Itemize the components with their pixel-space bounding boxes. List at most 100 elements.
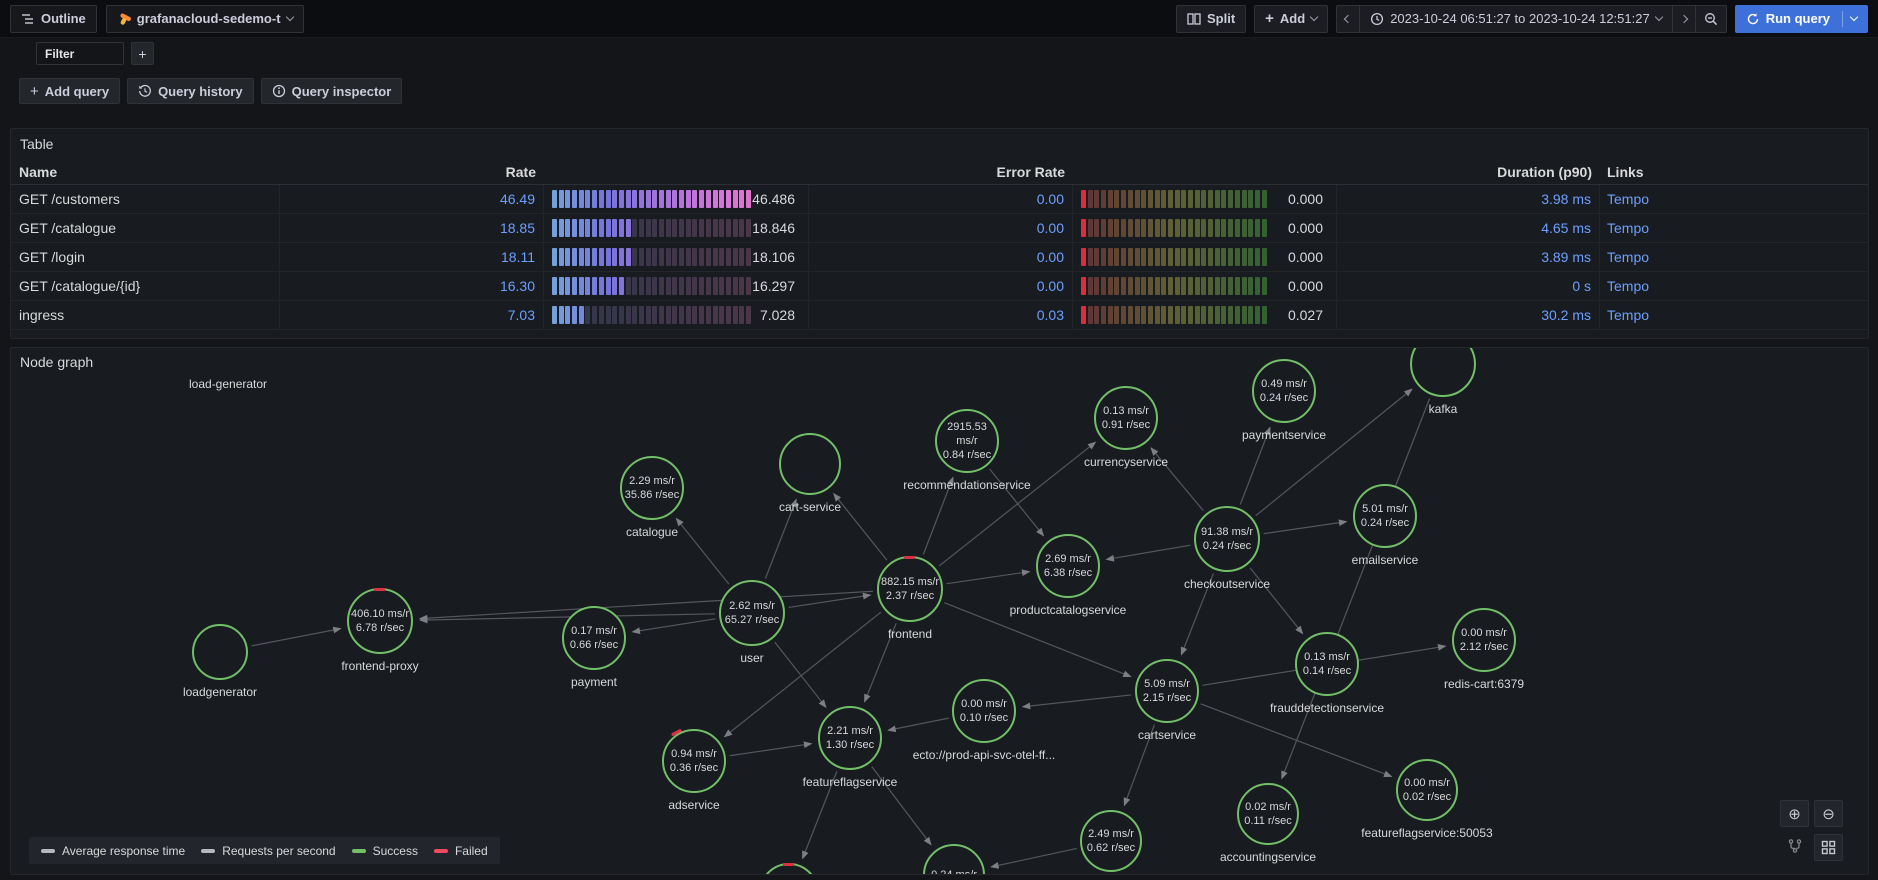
cell-link-tempo[interactable]: Tempo <box>1607 249 1650 265</box>
rate-gauge-value: 16.297 <box>752 278 795 294</box>
cell-link-tempo[interactable]: Tempo <box>1607 278 1650 294</box>
legend-item: Failed <box>433 844 488 858</box>
graph-edge-user-to-frontend-proxy <box>418 613 716 624</box>
add-filter-button[interactable]: + <box>131 42 154 65</box>
node-graph-edges <box>251 388 1447 869</box>
cell-rate: 18.11 <box>280 243 544 271</box>
cell-link-tempo[interactable]: Tempo <box>1607 191 1650 207</box>
filter-field[interactable]: Filter <box>36 42 124 65</box>
time-shift-back-button[interactable] <box>1336 4 1361 33</box>
time-range-button[interactable]: 2023-10-24 06:51:27 to 2023-10-24 12:51:… <box>1360 4 1673 33</box>
node-error-tick <box>783 862 794 866</box>
cell-name: GET /catalogue/{id} <box>11 272 280 300</box>
graph-edge-featureflagservice-to-partial-arc <box>801 771 838 860</box>
query-actions: + Add query Query history Query inspecto… <box>19 78 403 104</box>
rate-gauge-value: 18.106 <box>752 249 795 265</box>
cell-duration: 3.89 ms <box>1337 243 1600 271</box>
add-query-label: Add query <box>44 83 110 99</box>
time-shift-forward-button[interactable] <box>1672 4 1696 33</box>
node-stat-line1: 0.00 ms/r <box>961 698 1007 710</box>
graph-edge-adservice-to-featureflagservice <box>729 741 813 757</box>
node-stat-line2: 2.12 r/sec <box>1459 641 1509 653</box>
lcd-gauge <box>552 219 751 237</box>
column-header-error-rate[interactable]: Error Rate <box>996 163 1065 180</box>
time-zoom-out-button[interactable] <box>1695 4 1727 33</box>
node-stat-line1: 5.01 ms/r <box>1362 503 1408 515</box>
column-header-name[interactable]: Name <box>19 163 58 180</box>
refresh-icon <box>1746 12 1760 26</box>
graph-edge-loadgenerator-to-frontend-proxy <box>251 626 342 647</box>
graph-edge-checkoutservice-to-cartservice <box>1180 573 1214 656</box>
graph-edge-frontend-to-cartservice <box>944 602 1132 678</box>
node-graph-panel-title: Node graph <box>20 354 94 370</box>
run-query-button[interactable]: Run query <box>1734 4 1868 33</box>
outline-button[interactable]: Outline <box>10 4 97 33</box>
column-header-duration[interactable]: Duration (p90) <box>1497 163 1592 180</box>
zoom-out-button[interactable]: ⊖ <box>1814 800 1843 827</box>
node-stat-line1: 0.24 ms/r <box>931 869 977 875</box>
cell-error-rate: 0.00 <box>809 272 1073 300</box>
query-history-label: Query history <box>158 83 243 99</box>
split-button[interactable]: Split <box>1175 4 1247 33</box>
grid-layout-button[interactable] <box>1814 834 1843 861</box>
graph-node-cart-service[interactable] <box>779 433 841 495</box>
outline-icon <box>21 12 35 26</box>
query-history-button[interactable]: Query history <box>127 78 254 104</box>
graph-edge-checkoutservice-to-frauddetectionservice <box>1249 567 1304 635</box>
error-gauge-value: 0.000 <box>1287 220 1323 236</box>
legend-item: Success <box>351 843 418 858</box>
top-toolbar: Outline grafanacloud-sedemo-t Split + Ad… <box>0 0 1878 38</box>
column-header-links[interactable]: Links <box>1607 163 1644 180</box>
divider <box>1842 10 1843 27</box>
error-gauge-value: 0.027 <box>1287 307 1323 323</box>
add-button[interactable]: + Add <box>1254 4 1329 33</box>
add-query-button[interactable]: + Add query <box>19 78 121 104</box>
lcd-gauge <box>1081 277 1267 295</box>
zoom-in-button[interactable]: ⊕ <box>1780 800 1809 827</box>
node-stat-line2: 0.14 r/sec <box>1302 665 1352 677</box>
cell-name: GET /customers <box>11 185 280 213</box>
legend-dash-icon <box>201 848 216 853</box>
cell-link-tempo[interactable]: Tempo <box>1607 220 1650 236</box>
column-header-rate[interactable]: Rate <box>505 163 536 180</box>
layout-hierarchy-icon[interactable] <box>1787 838 1803 854</box>
cell-error-rate: 0.00 <box>809 214 1073 242</box>
node-stat-line1: 0.02 ms/r <box>1245 801 1291 813</box>
time-range-label: 2023-10-24 06:51:27 to 2023-10-24 12:51:… <box>1390 11 1650 26</box>
cell-error-gauge: 0.000 <box>1073 214 1337 242</box>
cell-duration: 0 s <box>1337 272 1600 300</box>
node-stat-line1: 0.00 ms/r <box>1404 777 1450 789</box>
legend-label: Success <box>372 843 418 858</box>
rate-gauge-value: 18.846 <box>752 220 795 236</box>
cell-link-tempo[interactable]: Tempo <box>1607 307 1650 323</box>
node-stat-line1: 2915.53 ms/r <box>947 421 987 447</box>
query-inspector-button[interactable]: Query inspector <box>260 78 403 104</box>
graph-node-loadgenerator[interactable] <box>192 624 248 680</box>
cell-rate-gauge: 46.486 <box>544 185 809 213</box>
query-inspector-label: Query inspector <box>291 83 392 99</box>
graph-edge-checkoutservice-to-currencyservice <box>1150 447 1204 511</box>
datasource-picker[interactable]: grafanacloud-sedemo-t <box>105 4 304 33</box>
